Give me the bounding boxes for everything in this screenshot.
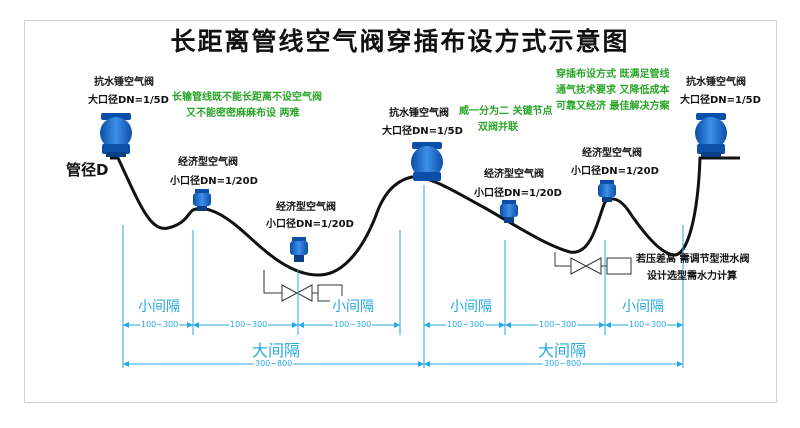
small-range-4: 100~300	[446, 320, 486, 329]
gate-valve-right	[570, 257, 588, 275]
drain-box-right	[606, 257, 632, 275]
economy-valve-icon	[193, 189, 211, 211]
anti-hammer-valve-icon	[100, 113, 132, 157]
gate-valve-left	[281, 284, 299, 302]
large-port-label-left: 大口径DN=1/5D	[88, 95, 169, 106]
note-middle-line-2: 双阀并联	[478, 122, 518, 133]
economy-label-3: 经济型空气阀	[484, 169, 544, 180]
anti-hammer-label-left: 抗水锤空气阀	[94, 77, 154, 88]
big-range-2: 300~800	[543, 359, 583, 368]
small-gap-label-2: 小间隔	[330, 296, 376, 316]
page-title: 长距离管线空气阀穿插布设方式示意图	[170, 27, 630, 56]
note-left-line-2: 又不能密密麻麻布设 两难	[186, 108, 300, 119]
large-port-label-right: 大口径DN=1/5D	[680, 95, 761, 106]
pipe-diameter-label: 管径D	[66, 161, 109, 179]
note-right-line-2: 通气技术要求 又降低成本	[556, 85, 670, 96]
dimension-lines	[122, 185, 684, 368]
small-range-6: 100~300	[628, 320, 668, 329]
small-port-label-1: 小口径DN=1/20D	[170, 176, 258, 187]
diagram-frame	[24, 20, 777, 403]
note-right-line-3: 可靠又经济 最佳解决方案	[556, 101, 670, 112]
note-right-line-1: 穿插布设方式 既满足管线	[556, 69, 670, 80]
anti-hammer-valve-icon	[411, 142, 443, 181]
big-gap-label-2: 大间隔	[536, 337, 589, 361]
small-port-label-3: 小口径DN=1/20D	[474, 188, 562, 199]
anti-hammer-label-middle: 抗水锤空气阀	[389, 108, 449, 119]
small-range-5: 100~300	[538, 320, 578, 329]
anti-hammer-label-right: 抗水锤空气阀	[686, 77, 746, 88]
note-middle-line-1: 威一分为二 关键节点	[459, 106, 553, 117]
big-range-1: 300~800	[254, 359, 294, 368]
small-port-label-2: 小口径DN=1/20D	[266, 219, 354, 230]
note-left-line-1: 长输管线既不能长距离不设空气阀	[172, 92, 322, 103]
anti-hammer-valve-icon	[695, 113, 727, 157]
small-gap-label-4: 小间隔	[620, 296, 666, 316]
drain-note-line-1: 若压差高 需调节型泄水阀	[636, 254, 750, 265]
big-gap-label-1: 大间隔	[250, 337, 303, 361]
drain-note-line-2: 设计选型需水力计算	[647, 271, 737, 282]
drain-branch-left	[263, 270, 282, 294]
economy-valve-icon	[290, 237, 308, 262]
economy-valve-icon	[598, 180, 616, 202]
small-gap-label-1: 小间隔	[136, 296, 182, 316]
large-port-label-middle: 大口径DN=1/5D	[382, 126, 463, 137]
small-gap-label-3: 小间隔	[448, 296, 494, 316]
economy-label-4: 经济型空气阀	[582, 148, 642, 159]
drain-branch-right	[554, 252, 571, 267]
small-range-3: 100~300	[333, 320, 373, 329]
economy-label-1: 经济型空气阀	[178, 157, 238, 168]
small-range-1: 100~300	[140, 320, 180, 329]
economy-label-2: 经济型空气阀	[276, 202, 336, 213]
small-range-2: 100~300	[229, 320, 269, 329]
economy-valve-icon	[500, 200, 518, 223]
small-port-label-4: 小口径DN=1/20D	[571, 166, 659, 177]
